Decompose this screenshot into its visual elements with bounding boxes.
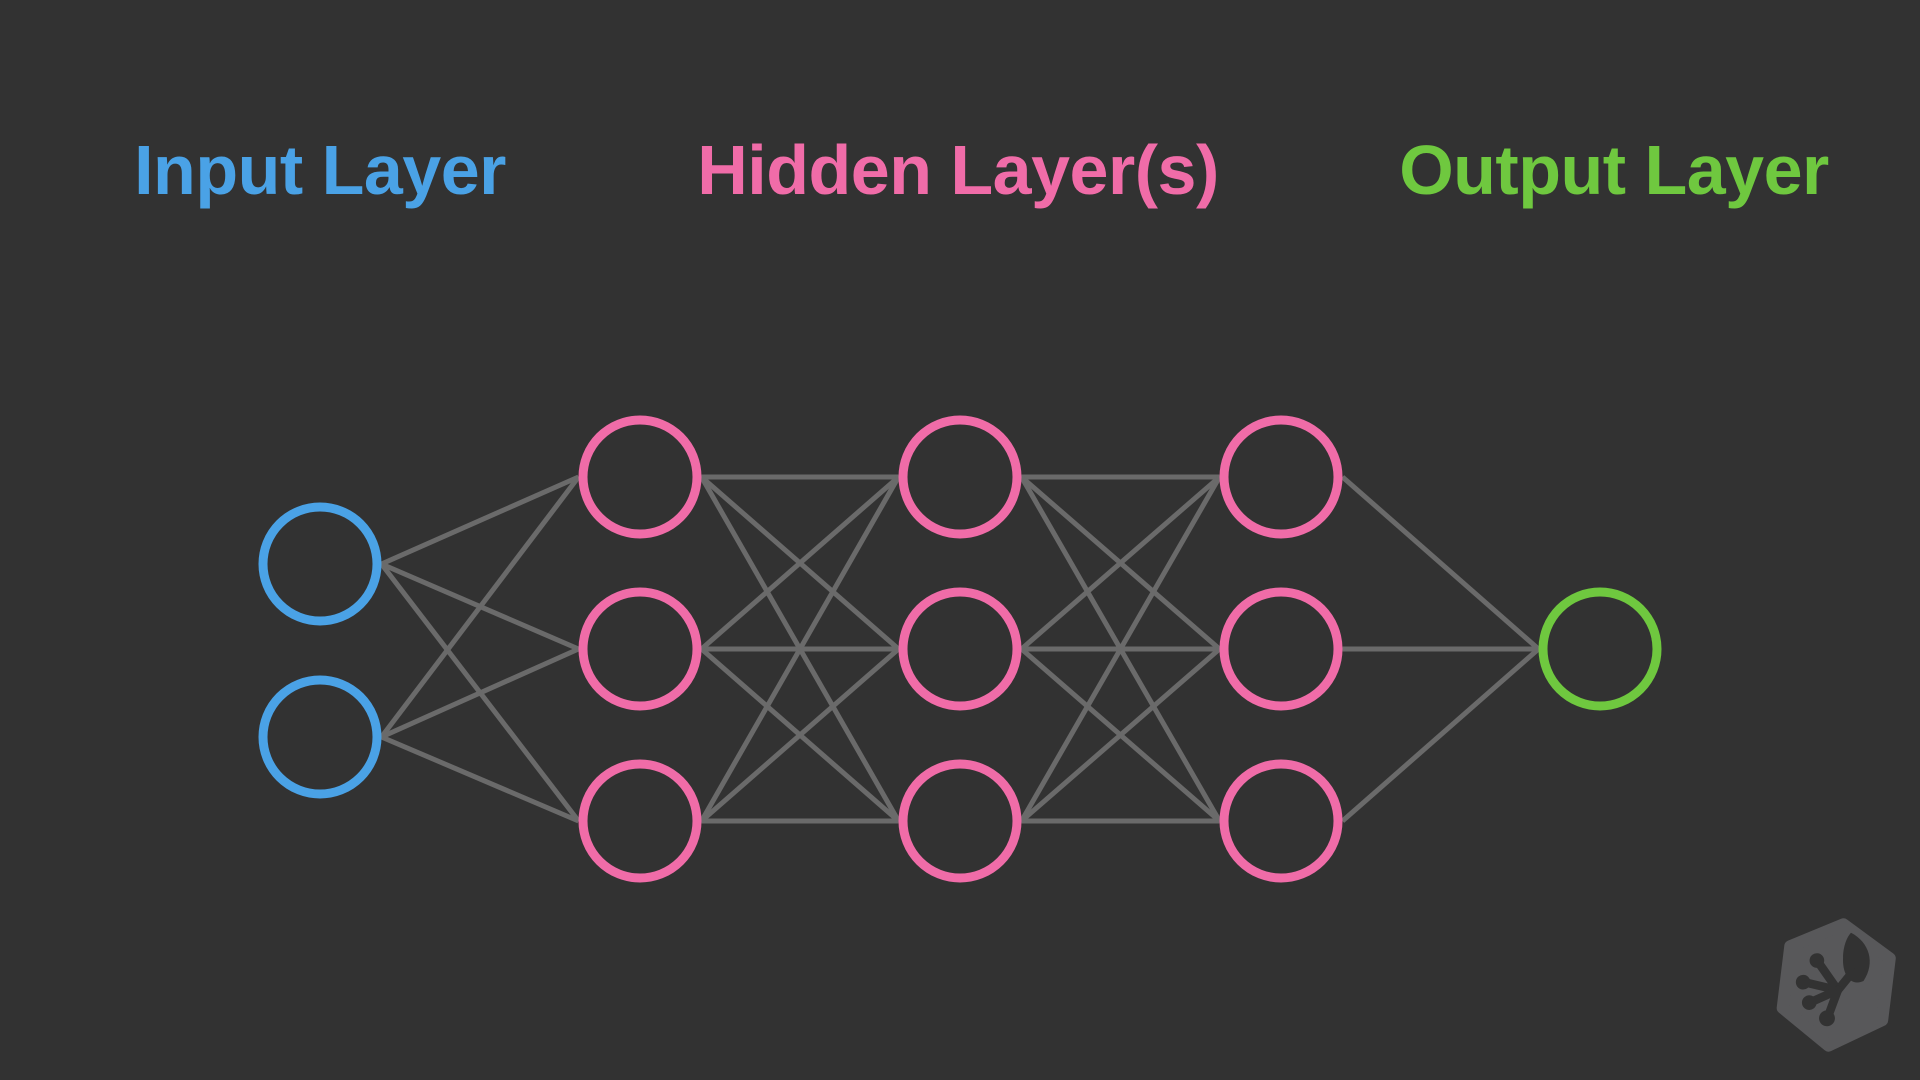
edge-hidden-3-to-output — [1340, 647, 1541, 823]
edge-input-to-hidden-1 — [380, 734, 580, 824]
edge-hidden-2-to-hidden-3 — [1019, 647, 1222, 823]
edge-input-to-hidden-1 — [380, 474, 580, 567]
node-input-2 — [258, 675, 382, 799]
node-hidden-1-3 — [578, 759, 702, 883]
node-output-1 — [1538, 587, 1662, 711]
edge-input-to-hidden-1 — [379, 475, 581, 739]
output-layer-label: Output Layer — [1399, 131, 1829, 209]
node-hidden-2-2 — [898, 587, 1022, 711]
edge-hidden-1-to-hidden-2 — [699, 475, 901, 651]
node-hidden-3-2 — [1219, 587, 1343, 711]
edge-hidden-1-to-hidden-2 — [699, 475, 901, 823]
edge-hidden-2-to-hidden-3 — [1019, 475, 1222, 823]
node-hidden-2-1 — [898, 415, 1022, 539]
node-hidden-3-3 — [1219, 759, 1343, 883]
edge-hidden-1-to-hidden-2 — [699, 647, 901, 823]
node-hidden-1-1 — [578, 415, 702, 539]
node-hidden-3-1 — [1219, 415, 1343, 539]
edge-hidden-2-to-hidden-3 — [1019, 475, 1222, 651]
edge-input-to-hidden-1 — [380, 646, 580, 740]
edge-hidden-3-to-output — [1340, 475, 1541, 651]
input-layer-label: Input Layer — [134, 131, 506, 209]
treehouse-logo-icon — [1776, 918, 1896, 1052]
logo-tree-cutout — [1795, 932, 1870, 1027]
node-hidden-2-3 — [898, 759, 1022, 883]
hidden-layers-label: Hidden Layer(s) — [697, 131, 1219, 209]
node-hidden-1-2 — [578, 587, 702, 711]
node-input-1 — [258, 502, 382, 626]
